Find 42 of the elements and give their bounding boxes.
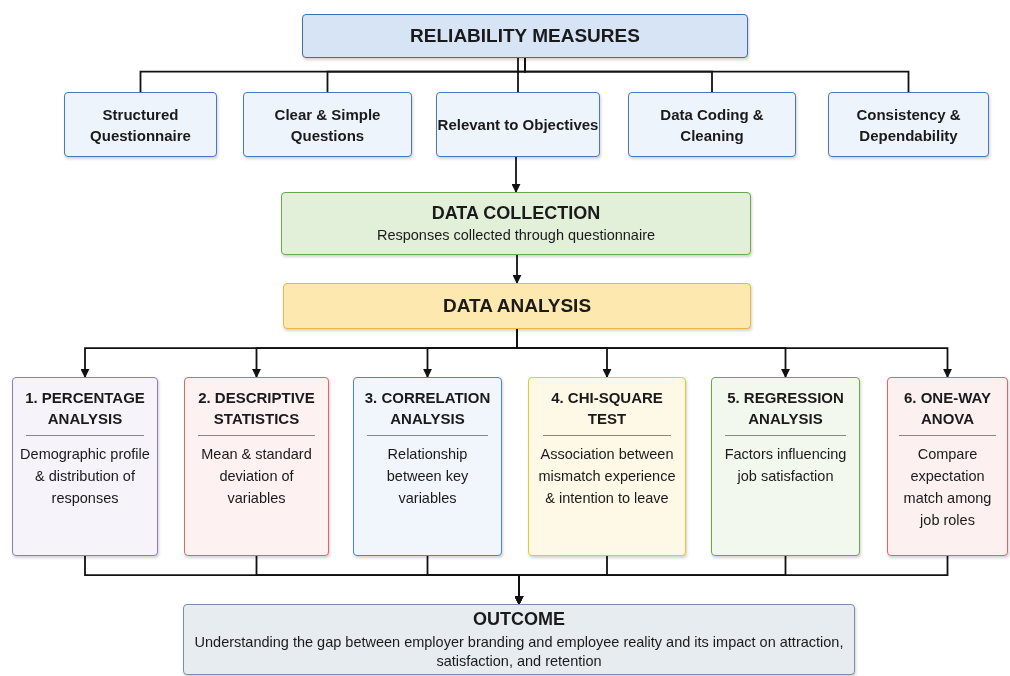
box-title: 5. REGRESSION ANALYSIS: [726, 388, 845, 429]
process-box: [828, 92, 989, 157]
box-description: Compare expectation match among job roles: [902, 445, 993, 530]
box-description: Understanding the gap between employer branding and employee reality and its impact on attraction, satisfaction, and retention: [194, 632, 844, 672]
box-description: Relationship between key variables: [385, 445, 470, 508]
process-box: [628, 92, 796, 157]
arrow: [512, 254, 522, 284]
process-box: [183, 604, 855, 675]
box-description: Association between mismatch experience & intention to leave: [537, 445, 677, 508]
box-title: 2. DESCRIPTIVE STATISTICS: [197, 388, 316, 429]
arrow: [511, 156, 521, 193]
box-title: DATA COLLECTION: [431, 202, 601, 226]
process-box: [243, 92, 412, 157]
process-box: [184, 377, 329, 556]
process-box: [711, 377, 860, 556]
process-box: [436, 92, 600, 157]
process-box: [12, 377, 158, 556]
box-description: Responses collected through questionnaire: [376, 226, 656, 246]
box-title: Data Coding & Cleaning: [659, 104, 765, 146]
box-title: Relevant to Objectives: [437, 115, 599, 135]
box-title: RELIABILITY MEASURES: [410, 23, 640, 48]
process-box: [353, 377, 502, 556]
box-title: 6. ONE-WAY ANOVA: [903, 388, 992, 429]
box-title: Consistency & Dependability: [855, 104, 962, 146]
box-description: Factors influencing job satisfaction: [723, 445, 848, 487]
process-box: [64, 92, 217, 157]
process-box: [281, 192, 751, 255]
process-box: [887, 377, 1008, 556]
box-title: 4. CHI-SQUARE TEST: [550, 388, 664, 429]
process-box: [302, 14, 748, 58]
box-title: Clear & Simple Questions: [273, 104, 382, 146]
box-title: 1. PERCENTAGE ANALYSIS: [24, 388, 146, 429]
box-description: Mean & standard deviation of variables: [200, 445, 313, 508]
process-box: [283, 283, 751, 329]
box-title: DATA ANALYSIS: [442, 293, 592, 318]
box-title: Structured Questionnaire: [89, 104, 192, 146]
arrow: [514, 555, 949, 605]
box-description: Demographic profile & distribution of responses: [19, 445, 151, 508]
process-box: [528, 377, 686, 556]
box-title: OUTCOME: [473, 608, 565, 632]
box-title: 3. CORRELATION ANALYSIS: [363, 388, 492, 429]
connector-line: [517, 57, 519, 93]
